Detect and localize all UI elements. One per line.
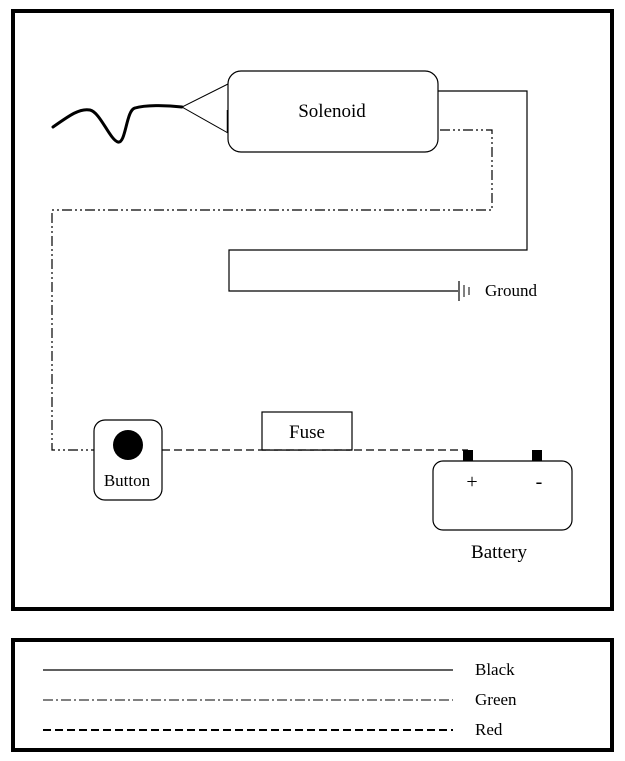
solenoid-lead-wire [51,104,184,144]
fuse-label: Fuse [289,422,325,443]
battery-box [432,460,573,531]
legend-label: Red [475,720,503,739]
solenoid-box [227,70,439,153]
button-icon [113,430,143,460]
legend-frame [11,638,614,752]
solenoid-connector-icon [180,83,229,134]
legend-item-green: Green [43,690,517,709]
black-wire [228,90,528,292]
legend-label: Green [475,690,517,709]
ground-icon [458,281,470,301]
legend-item-red: Red [43,720,503,739]
battery-label: Battery [471,542,527,563]
ground-label: Ground [485,281,537,300]
green-wire [51,129,493,451]
battery-negative-label: - [536,471,543,493]
battery-positive-label: + [466,471,477,493]
battery-negative-terminal [532,450,542,461]
diagram-frame [11,9,614,611]
fuse-box [261,411,353,451]
legend-label: Black [475,660,515,679]
solenoid-label: Solenoid [298,101,366,122]
button-label: Button [104,471,151,490]
legend-item-black: Black [43,660,515,679]
battery-positive-terminal [463,450,473,461]
